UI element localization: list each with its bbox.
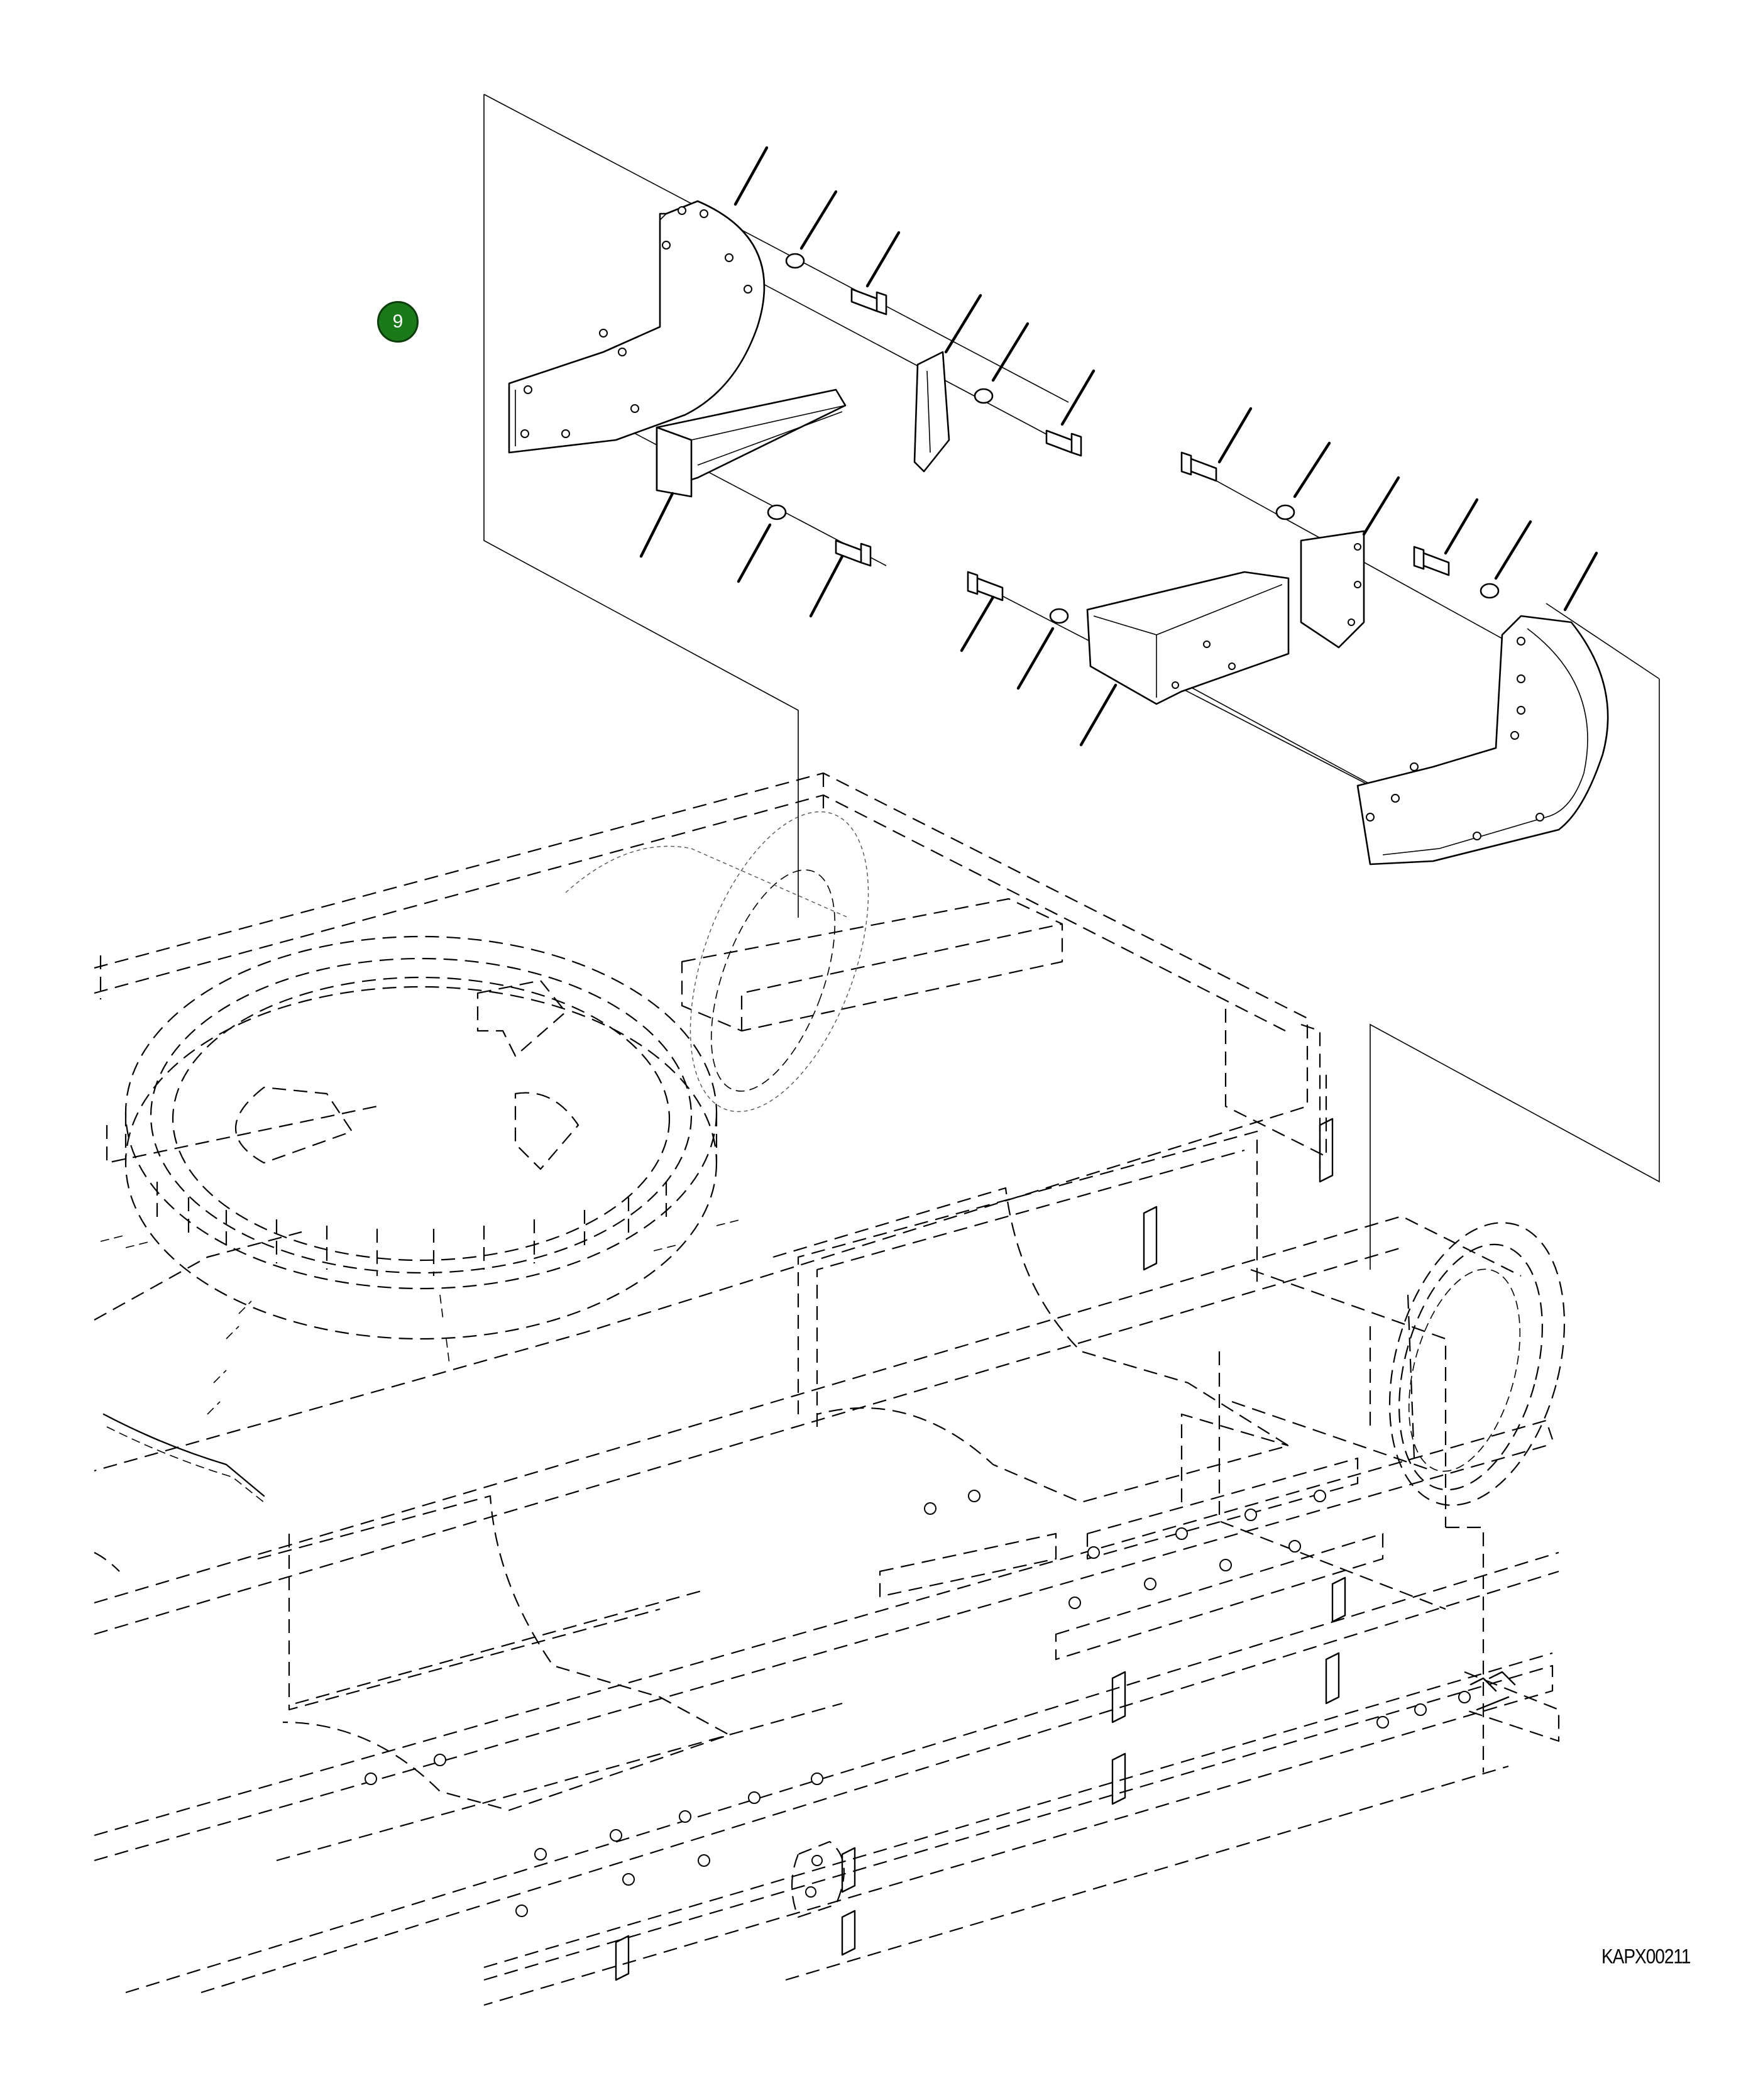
leader-line [737, 523, 772, 583]
leader-line [1362, 476, 1400, 536]
fasteners [767, 253, 1500, 624]
bolt [835, 539, 872, 567]
small-clip-left [913, 351, 950, 473]
exploded-assembly [483, 94, 1660, 1270]
leader-line [733, 146, 769, 206]
leader-line [944, 294, 982, 354]
frame-bolt-holes [365, 1490, 1471, 1917]
bolt [967, 571, 1004, 602]
leader-line [991, 322, 1030, 382]
stiffener-blocks [615, 1118, 1346, 1981]
leader-line [1494, 520, 1532, 580]
bolt [850, 288, 887, 316]
explosion-plane-right [1370, 679, 1660, 1270]
center-sprocket-outline [565, 811, 869, 1113]
frame-hidden-structure [94, 772, 1559, 2006]
hydraulic-hose-detail [94, 1413, 265, 1572]
washer [1049, 608, 1069, 624]
right-sprocket-outline [1369, 1222, 1566, 1506]
leader-line [865, 231, 901, 288]
washer [767, 504, 787, 520]
right-bracket-plate [1356, 615, 1609, 866]
leader-line [1293, 441, 1331, 498]
washer [974, 388, 994, 404]
leader-line [1079, 683, 1118, 747]
leader-line [960, 595, 995, 652]
leader-line [1060, 369, 1096, 426]
washer [1275, 504, 1295, 520]
figure-number-badge: 9 [377, 301, 419, 343]
swing-circle-ring [100, 935, 742, 1415]
bolt [1413, 546, 1450, 576]
gusset-plates [257, 1187, 1290, 1811]
washer [785, 253, 805, 269]
bolt [1045, 429, 1082, 457]
leader-line [639, 492, 674, 558]
right-angle-bracket [1086, 571, 1290, 705]
explosion-axis-left [483, 94, 1069, 403]
bolt [1180, 451, 1217, 482]
leader-line [1016, 627, 1055, 690]
leader-line [1217, 407, 1253, 464]
lower-right-bolt-cluster [1464, 1671, 1560, 1742]
explosion-plane-left [483, 94, 799, 918]
small-clip-right [1300, 530, 1365, 649]
leader-line [1444, 498, 1479, 555]
callout-leaders [639, 146, 1598, 747]
washer [1480, 583, 1500, 599]
leader-line [1563, 551, 1598, 612]
left-bracket-plate [508, 200, 766, 454]
leader-line [799, 190, 838, 250]
cover-plate [791, 1840, 845, 1918]
drawing-code-label: KAPX00211 [1601, 1945, 1691, 1968]
leader-line [809, 554, 844, 618]
